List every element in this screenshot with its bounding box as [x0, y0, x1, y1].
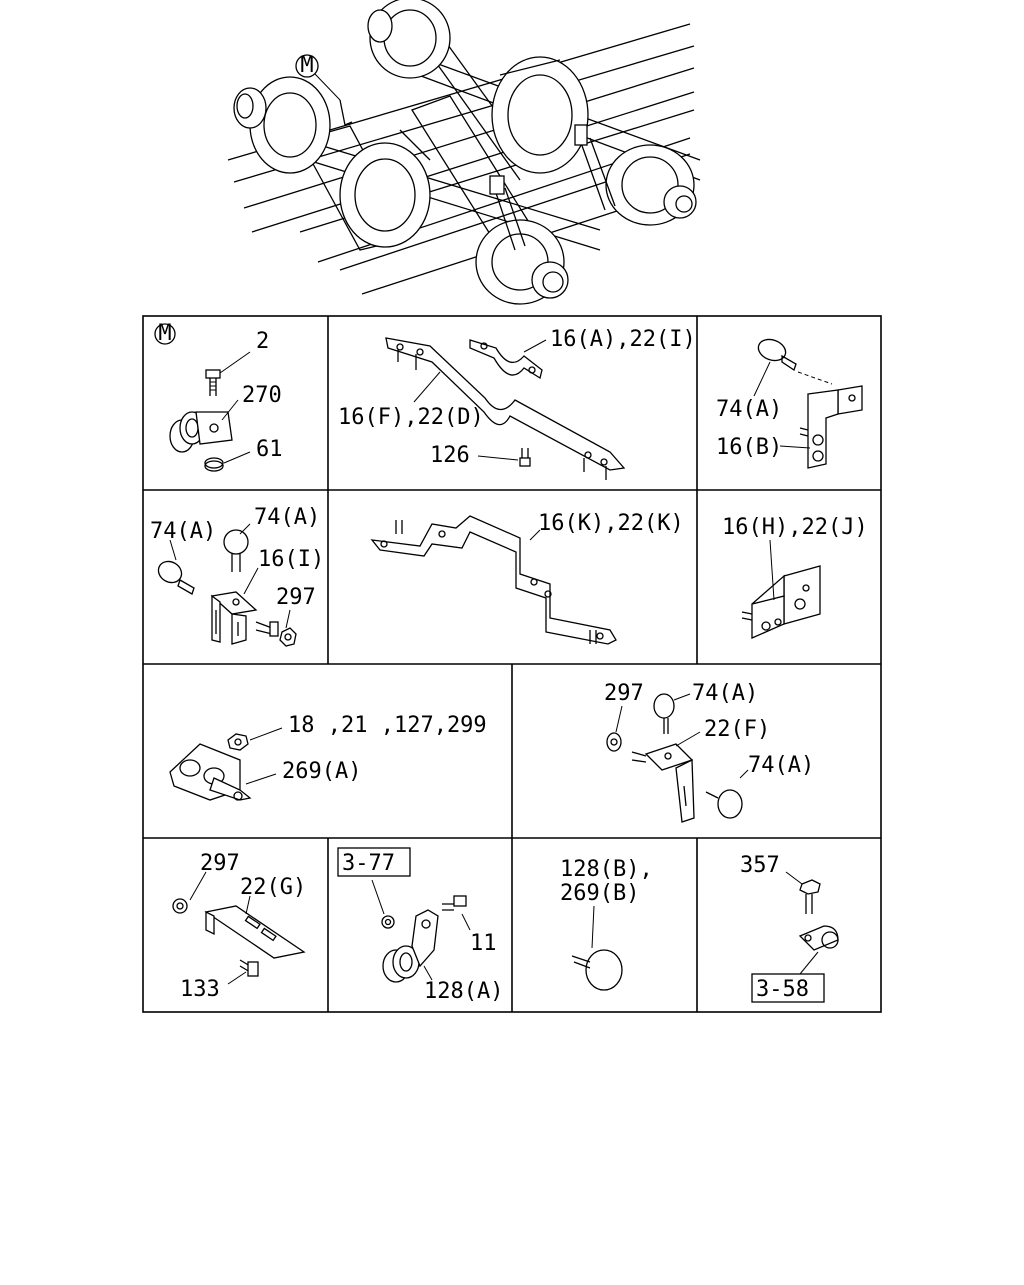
ref-box-3-77-label: 3-77 [342, 851, 395, 876]
clip-3-58 [798, 925, 839, 951]
label-22f: 22(F) [704, 717, 770, 742]
nut [381, 915, 395, 929]
rubber-mount-269a [169, 743, 252, 801]
clip-74a-top [223, 529, 249, 572]
overview-callout-circle [295, 54, 319, 78]
label-16h-22j: 16(H),22(J) [722, 515, 868, 540]
overview-callout-label: M [300, 53, 313, 78]
label-74a-top: 74(A) [254, 505, 320, 530]
cell-m-clamp: M 2 270 61 [154, 321, 283, 472]
long-bracket-16f-22d [385, 337, 626, 480]
slotted-bracket-22g [204, 905, 306, 959]
clip-74a-left [157, 560, 195, 595]
clip-74a-right [705, 789, 743, 819]
label-16i: 16(I) [258, 547, 324, 572]
bolt-357 [799, 879, 821, 914]
clamp-270 [169, 411, 233, 453]
cell-long-bracket: 16(A),22(I) 16(F),22(D) 126 [338, 327, 696, 480]
label-357: 357 [740, 853, 780, 878]
clip-74a [757, 338, 797, 372]
cell-angle-bracket-h: 16(H),22(J) [722, 515, 868, 639]
parts-grid [142, 315, 882, 1013]
label-11: 11 [470, 931, 497, 956]
diff-housing-rear [339, 142, 431, 248]
nut-297 [172, 898, 188, 914]
label-74a-top: 74(A) [692, 681, 758, 706]
label-61: 61 [256, 437, 283, 462]
label-16b: 16(B) [716, 435, 782, 460]
clip-74a-top [653, 693, 675, 734]
clamp-128b-269b [571, 949, 623, 991]
hub-front-left [367, 0, 451, 79]
diff-housing-front [491, 56, 589, 174]
ref-box-3-58-label: 3-58 [756, 977, 809, 1002]
label-297: 297 [200, 851, 240, 876]
hub-rear-right [475, 219, 569, 305]
bracket-22f [631, 743, 695, 823]
cell-bracket-i: 74(A) 74(A) 16(I) 297 [150, 505, 324, 647]
cell-clamp-128b: 128(B), 269(B) [560, 857, 653, 991]
label-270: 270 [242, 383, 282, 408]
bracket-16b [799, 385, 863, 469]
ref-box-3-77 [337, 847, 411, 877]
cell-slotted-bracket-g: 297 22(G) 133 [172, 851, 306, 1002]
label-126: 126 [430, 443, 470, 468]
rear-axle-overview-drawing: M [227, 0, 701, 305]
cell-marker-circle [154, 323, 176, 345]
nut-297 [606, 732, 622, 752]
cell-bracket-f: 297 74(A) 22(F) 74(A) [604, 681, 814, 823]
label-16k-22k: 16(K),22(K) [538, 511, 684, 536]
bracket-16i [210, 591, 258, 645]
cell-marker-label: M [158, 321, 171, 346]
label-297: 297 [276, 585, 316, 610]
cell-offset-bracket-k: 16(K),22(K) [370, 511, 684, 645]
label-74a-left: 74(A) [150, 519, 216, 544]
hub-rear-left [233, 76, 331, 174]
label-128a: 128(A) [424, 979, 503, 1004]
offset-bracket-16k-22k [370, 515, 617, 645]
cell-bent-bracket-b: 74(A) 16(B) [716, 338, 863, 469]
nut-61 [204, 457, 224, 472]
label-269a: 269(A) [282, 759, 361, 784]
bolt-126 [519, 448, 531, 467]
label-16a-22i: 16(A),22(I) [550, 327, 696, 352]
strap-16a-22i [469, 339, 543, 380]
ref-box-3-58 [751, 973, 825, 1003]
bolt-133 [239, 959, 259, 977]
label-128b: 128(B), [560, 857, 653, 882]
cell-clip-128a: 3-77 11 128(A) [337, 847, 503, 1004]
bolt-and-nut-297 [255, 621, 297, 647]
clip-128a [382, 909, 439, 983]
label-297: 297 [604, 681, 644, 706]
bolt-11 [442, 895, 467, 911]
label-269b: 269(B) [560, 881, 639, 906]
nut-stack-18-21-127-299 [227, 733, 249, 751]
angle-bracket-16h-22j [741, 565, 821, 639]
label-74a: 74(A) [716, 397, 782, 422]
label-2: 2 [256, 329, 269, 354]
label-74a-right: 74(A) [748, 753, 814, 778]
label-18-21-127-299: 18 ,21 ,127,299 [288, 713, 487, 738]
cell-clip-357: 357 3-58 [740, 853, 839, 1003]
label-16f-22d: 16(F),22(D) [338, 405, 484, 430]
bolt-2 [205, 369, 221, 396]
label-133: 133 [180, 977, 220, 1002]
label-22g: 22(G) [240, 875, 306, 900]
hub-front-right [605, 144, 697, 226]
cell-rubber-mount: 18 ,21 ,127,299 269(A) [169, 713, 487, 801]
